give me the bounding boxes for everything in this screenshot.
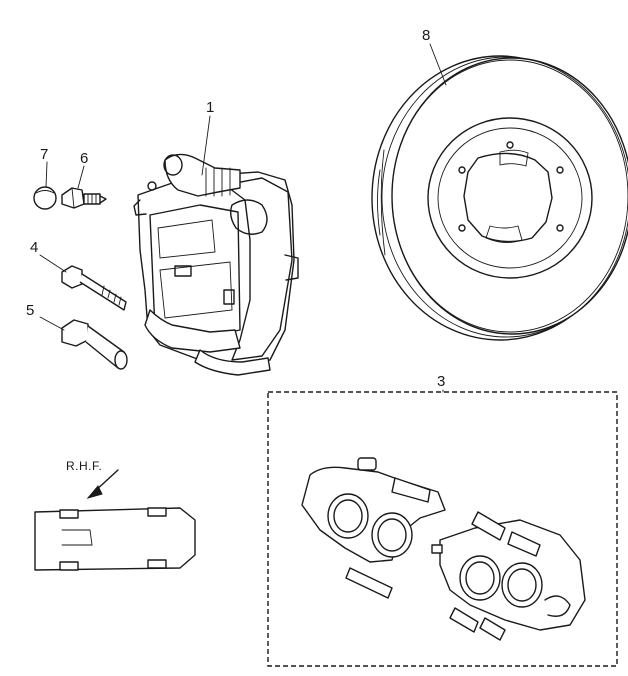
leader-lines [39, 43, 447, 393]
callout-5: 5 [26, 302, 34, 319]
rhf-note-label: R.H.F. [66, 459, 102, 473]
callout-4: 4 [30, 239, 38, 256]
brake-disc [371, 55, 628, 341]
caliper-assembly [133, 153, 299, 376]
callout-1: 1 [206, 99, 214, 116]
callout-7: 7 [40, 146, 48, 163]
callout-6: 6 [80, 150, 88, 167]
callout-8: 8 [422, 27, 430, 44]
guide-bolt [61, 265, 127, 311]
callout-3: 3 [437, 373, 445, 390]
dust-cap [33, 186, 57, 210]
seal-kit-box [267, 391, 618, 667]
bleed-screw [61, 187, 107, 209]
rhf-inset [34, 469, 196, 571]
guide-pin [61, 319, 128, 370]
